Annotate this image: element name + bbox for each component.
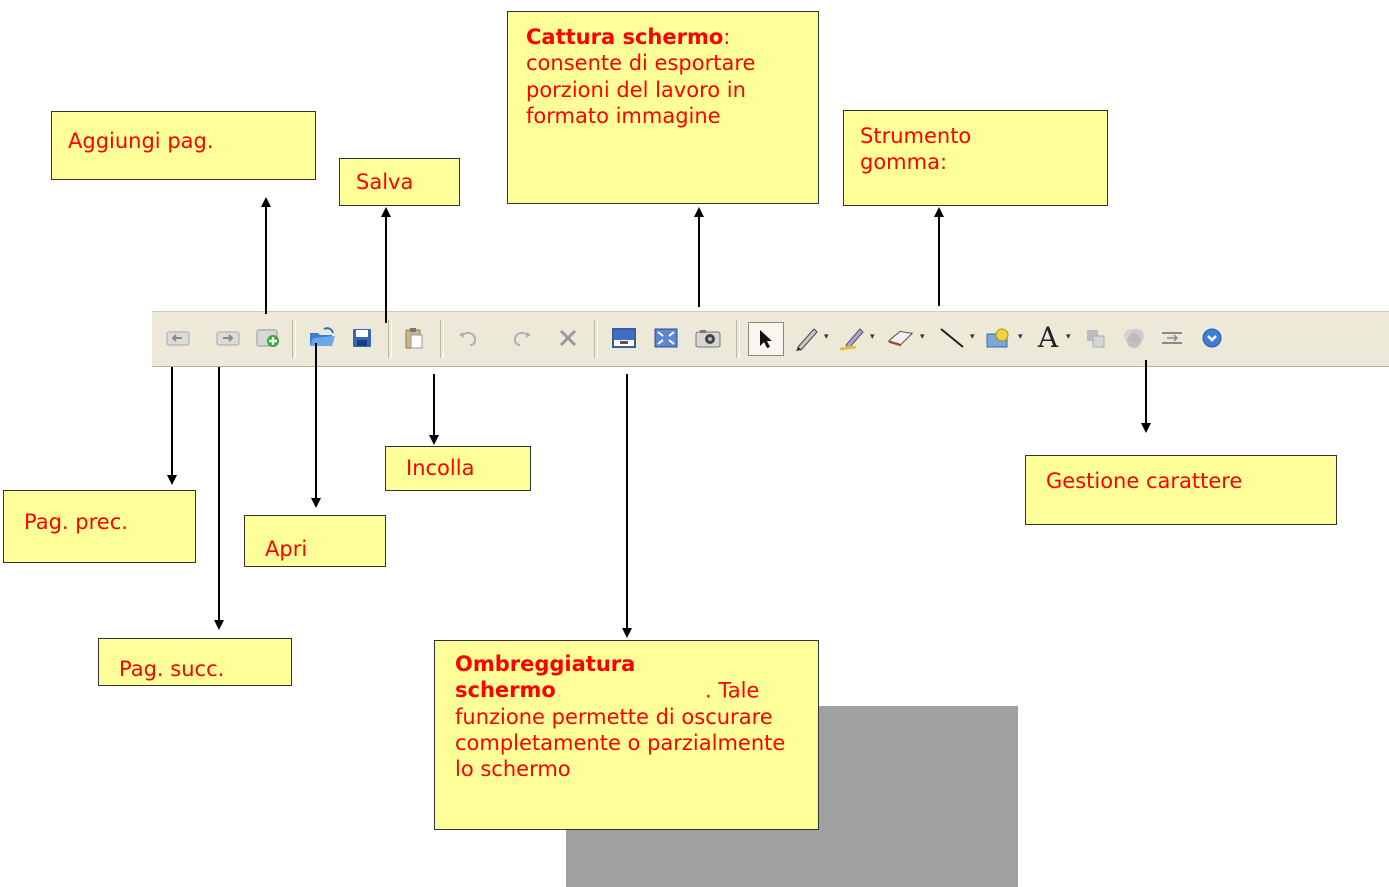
- save-disk-icon: [353, 329, 371, 347]
- shape-fill-icon: [986, 328, 1009, 348]
- shape-tool-button[interactable]: [984, 324, 1012, 352]
- callout-title: Ombreggiatura schermo: [455, 652, 636, 703]
- callout-cattura-schermo: Cattura schermo: consente di esportare p…: [507, 11, 819, 204]
- callout-text: Pag. prec.: [24, 510, 128, 534]
- text-dropdown-icon[interactable]: ▾: [1066, 332, 1071, 342]
- redo-button[interactable]: [508, 324, 536, 352]
- text-tool-button[interactable]: A: [1034, 324, 1062, 352]
- callout-pag-succ: Pag. succ.: [98, 638, 292, 686]
- toolbar-move-icon: [1162, 332, 1182, 344]
- save-button[interactable]: [348, 324, 376, 352]
- callout-incolla: Incolla: [385, 446, 531, 491]
- pen-icon: [796, 328, 818, 351]
- callout-text: Aggiungi pag.: [68, 129, 214, 153]
- highlighter-dropdown-icon[interactable]: ▾: [870, 332, 875, 342]
- callout-apri: Apri: [244, 515, 386, 567]
- callout-aggiungi-pag: Aggiungi pag.: [51, 111, 316, 180]
- select-arrow-icon: [760, 330, 772, 348]
- transparency-button[interactable]: [1120, 324, 1148, 352]
- callout-text: Apri: [265, 537, 308, 561]
- previous-page-button[interactable]: [164, 324, 192, 352]
- layer-order-icon: [1087, 330, 1105, 348]
- callout-text: . Tale funzione permette di oscurare com…: [455, 678, 786, 781]
- undo-button[interactable]: [454, 324, 482, 352]
- delete-button[interactable]: [554, 324, 582, 352]
- fullscreen-icon: [654, 328, 678, 348]
- toolbar-move-button[interactable]: [1158, 324, 1186, 352]
- previous-page-icon: [166, 331, 190, 346]
- highlighter-icon: [839, 328, 864, 351]
- transparency-icon: [1124, 329, 1144, 348]
- fullscreen-button[interactable]: [652, 324, 680, 352]
- more-icon: [1202, 328, 1222, 348]
- select-tool-button[interactable]: [748, 322, 784, 356]
- add-page-icon: [256, 329, 279, 347]
- camera-capture-button[interactable]: [694, 324, 722, 352]
- callout-ombreggiatura-schermo: Ombreggiatura schermo. Tale funzione per…: [434, 640, 819, 830]
- screen-shade-icon: [612, 328, 636, 348]
- eraser-tool-button[interactable]: [886, 324, 914, 352]
- undo-icon: [459, 331, 477, 346]
- screen-shade-button[interactable]: [610, 324, 638, 352]
- highlighter-tool-button[interactable]: [838, 324, 866, 352]
- callout-punct: :: [723, 25, 731, 49]
- pen-dropdown-icon[interactable]: ▾: [824, 332, 829, 342]
- toolbar-separator: [292, 320, 296, 358]
- line-icon: [940, 328, 964, 348]
- toolbar-separator: [736, 320, 740, 358]
- callout-text: consente di esportare porzioni del lavor…: [526, 51, 756, 128]
- text-font-icon: A: [1037, 321, 1059, 354]
- add-page-button[interactable]: [254, 324, 282, 352]
- toolbar-separator: [594, 320, 598, 358]
- toolbar-separator: [440, 320, 444, 358]
- next-page-button[interactable]: [214, 324, 242, 352]
- more-options-button[interactable]: [1198, 324, 1226, 352]
- toolbar: ▾ ▾ ▾ ▾ ▾ A ▾: [152, 311, 1389, 367]
- delete-x-icon: [559, 329, 577, 347]
- callout-gestione-carattere: Gestione carattere: [1025, 455, 1337, 525]
- toolbar-separator: [388, 320, 392, 358]
- line-dropdown-icon[interactable]: ▾: [970, 332, 975, 342]
- layer-order-button[interactable]: [1082, 324, 1110, 352]
- callout-text: Incolla: [406, 456, 475, 480]
- next-page-icon: [216, 331, 240, 346]
- callout-pag-prec: Pag. prec.: [3, 490, 196, 563]
- redo-icon: [513, 331, 531, 346]
- pen-tool-button[interactable]: [792, 324, 820, 352]
- callout-text: Salva: [356, 170, 414, 194]
- callout-title: Cattura schermo: [526, 25, 724, 49]
- callout-salva: Salva: [339, 158, 460, 206]
- callout-text: Gestione carattere: [1046, 469, 1243, 493]
- eraser-dropdown-icon[interactable]: ▾: [920, 332, 925, 342]
- callout-text: Pag. succ.: [119, 657, 225, 681]
- shape-dropdown-icon[interactable]: ▾: [1018, 332, 1023, 342]
- paste-button[interactable]: [400, 324, 428, 352]
- paste-clipboard-icon: [405, 328, 423, 349]
- line-tool-button[interactable]: [938, 324, 966, 352]
- callout-strumento-gomma: Strumento gomma:: [843, 110, 1108, 206]
- callout-text: Strumento gomma:: [860, 124, 972, 175]
- eraser-icon: [887, 330, 914, 347]
- camera-capture-icon: [695, 330, 721, 348]
